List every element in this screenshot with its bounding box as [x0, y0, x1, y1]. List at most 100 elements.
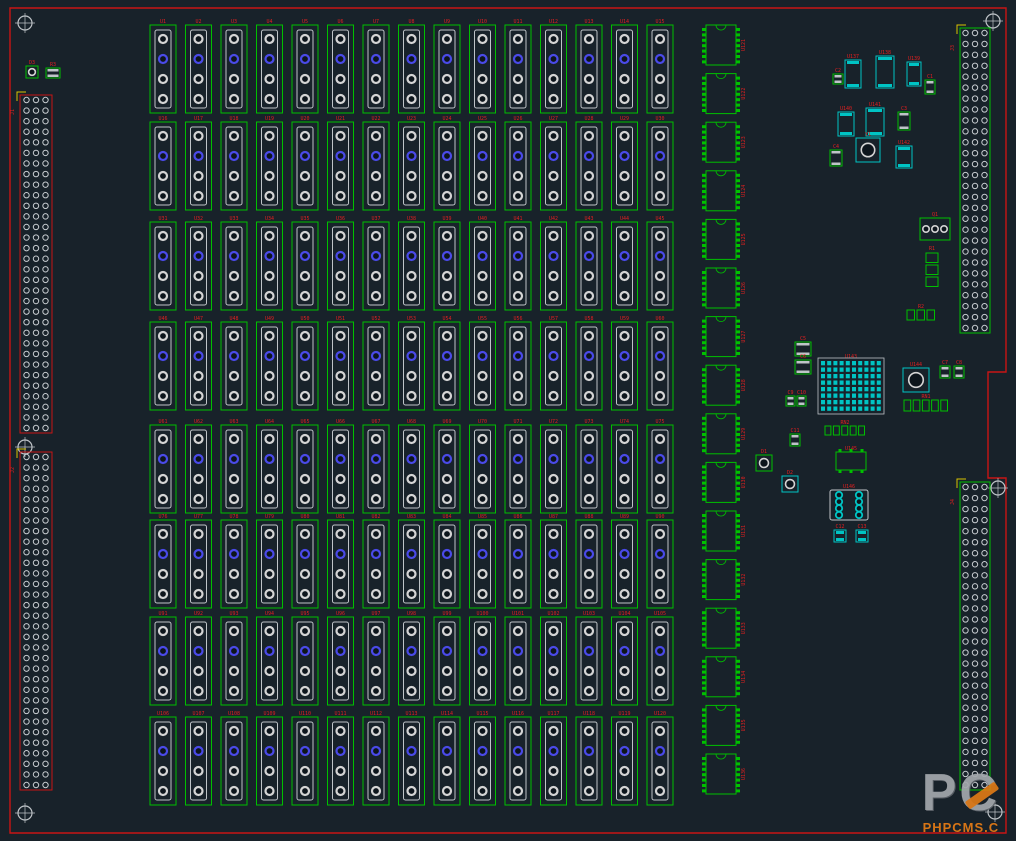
relay-footprint[interactable]: U32 [185, 216, 212, 311]
relay-footprint[interactable]: U74 [611, 419, 638, 514]
relay-footprint[interactable]: U97 [362, 611, 390, 706]
relay-footprint[interactable]: U107 [185, 711, 212, 806]
relay-footprint[interactable]: U89 [611, 514, 638, 609]
relay-footprint[interactable]: U14 [611, 19, 638, 114]
component-res-array[interactable]: RN2 [824, 420, 865, 436]
relay-footprint[interactable]: U40 [469, 216, 496, 311]
relay-footprint[interactable]: U26 [504, 116, 532, 211]
component-green-sq[interactable]: C4 [829, 144, 843, 167]
relay-footprint[interactable]: U56 [504, 316, 532, 411]
relay-footprint[interactable]: U60 [646, 316, 674, 411]
dip-ic[interactable]: U130 [702, 461, 747, 503]
dip-ic[interactable]: U128 [702, 364, 747, 406]
relay-footprint[interactable]: U80 [291, 514, 319, 609]
dip-ic[interactable]: U133 [702, 607, 747, 649]
relay-footprint[interactable]: U13 [575, 19, 603, 114]
relay-footprint[interactable]: U30 [646, 116, 674, 211]
relay-footprint[interactable]: U98 [398, 611, 425, 706]
relay-footprint[interactable]: U19 [256, 116, 283, 211]
component-green-sq[interactable]: C9 [785, 390, 796, 407]
component-dot-square[interactable]: D3 [25, 60, 39, 79]
component-cyan-chip[interactable]: U142 [895, 140, 913, 169]
relay-footprint[interactable]: U67 [362, 419, 390, 514]
relay-footprint[interactable]: U64 [256, 419, 283, 514]
relay-footprint[interactable]: U45 [646, 216, 674, 311]
relay-footprint[interactable]: U15 [646, 19, 674, 114]
relay-footprint[interactable]: U2 [185, 19, 212, 114]
relay-footprint[interactable]: U37 [362, 216, 390, 311]
relay-footprint[interactable]: U73 [575, 419, 603, 514]
relay-footprint[interactable]: U38 [398, 216, 425, 311]
relay-footprint[interactable]: U85 [469, 514, 496, 609]
relay-footprint[interactable]: U110 [291, 711, 319, 806]
relay-footprint[interactable]: U65 [291, 419, 319, 514]
relay-footprint[interactable]: U7 [362, 19, 390, 114]
relay-footprint[interactable]: U28 [575, 116, 603, 211]
relay-footprint[interactable]: U99 [433, 611, 461, 706]
component-green-sq[interactable]: C8 [953, 360, 965, 379]
relay-footprint[interactable]: U53 [398, 316, 425, 411]
relay-footprint[interactable]: U82 [362, 514, 390, 609]
relay-footprint[interactable]: U75 [646, 419, 674, 514]
relay-footprint[interactable]: U43 [575, 216, 603, 311]
relay-footprint[interactable]: U10 [469, 19, 496, 114]
connector-j1[interactable]: J1 [10, 91, 53, 434]
relay-footprint[interactable]: U16 [149, 116, 177, 211]
component-green-sq[interactable]: C10 [796, 390, 807, 407]
relay-footprint[interactable]: U17 [185, 116, 212, 211]
component-cyan-chip[interactable]: U141 [865, 102, 885, 137]
relay-footprint[interactable]: U46 [149, 316, 177, 411]
connector-j2[interactable]: J2 [10, 448, 53, 791]
component-cyan-chip[interactable]: U140 [837, 106, 855, 137]
relay-footprint[interactable]: U94 [256, 611, 283, 706]
relay-footprint[interactable]: U116 [504, 711, 532, 806]
relay-footprint[interactable]: U88 [575, 514, 603, 609]
relay-footprint[interactable]: U44 [611, 216, 638, 311]
relay-footprint[interactable]: U55 [469, 316, 496, 411]
relay-footprint[interactable]: U41 [504, 216, 532, 311]
relay-footprint[interactable]: U79 [256, 514, 283, 609]
relay-footprint[interactable]: U105 [646, 611, 674, 706]
component-green-sq[interactable]: C2 [832, 68, 844, 85]
relay-footprint[interactable]: U35 [291, 216, 319, 311]
relay-footprint[interactable]: U8 [398, 19, 425, 114]
relay-footprint[interactable]: U113 [398, 711, 425, 806]
relay-footprint[interactable]: U101 [504, 611, 532, 706]
component-res-array[interactable]: R2 [906, 304, 935, 321]
relay-footprint[interactable]: U76 [149, 514, 177, 609]
component-dip-small[interactable]: U145 [835, 446, 867, 473]
relay-footprint[interactable]: U81 [327, 514, 354, 609]
dip-ic[interactable]: U123 [702, 121, 747, 163]
component-green-sq[interactable]: C6 [794, 354, 812, 375]
relay-footprint[interactable]: U9 [433, 19, 461, 114]
dip-ic[interactable]: U129 [702, 413, 747, 455]
relay-footprint[interactable]: U20 [291, 116, 319, 211]
component-green-sq[interactable]: C7 [939, 360, 951, 379]
relay-footprint[interactable]: U25 [469, 116, 496, 211]
component-green-sq[interactable]: R3 [45, 62, 61, 79]
relay-footprint[interactable]: U54 [433, 316, 461, 411]
relay-footprint[interactable]: U62 [185, 419, 212, 514]
relay-footprint[interactable]: U29 [611, 116, 638, 211]
relay-footprint[interactable]: U49 [256, 316, 283, 411]
relay-footprint[interactable]: U22 [362, 116, 390, 211]
relay-footprint[interactable]: U63 [220, 419, 248, 514]
relay-footprint[interactable]: U52 [362, 316, 390, 411]
relay-footprint[interactable]: U84 [433, 514, 461, 609]
relay-footprint[interactable]: U57 [540, 316, 567, 411]
component-green-sq[interactable]: C5 [794, 336, 812, 357]
relay-footprint[interactable]: U78 [220, 514, 248, 609]
dip-ic[interactable]: U126 [702, 267, 747, 309]
relay-footprint[interactable]: U90 [646, 514, 674, 609]
relay-footprint[interactable]: U42 [540, 216, 567, 311]
relay-footprint[interactable]: U21 [327, 116, 354, 211]
component-green-3pad[interactable]: Q1 [919, 212, 951, 241]
relay-footprint[interactable]: U87 [540, 514, 567, 609]
relay-footprint[interactable]: U92 [185, 611, 212, 706]
relay-footprint[interactable]: U115 [469, 711, 496, 806]
relay-footprint[interactable]: U120 [646, 711, 674, 806]
relay-footprint[interactable]: U118 [575, 711, 603, 806]
relay-footprint[interactable]: U77 [185, 514, 212, 609]
relay-footprint[interactable]: U71 [504, 419, 532, 514]
dip-ic[interactable]: U132 [702, 559, 747, 601]
